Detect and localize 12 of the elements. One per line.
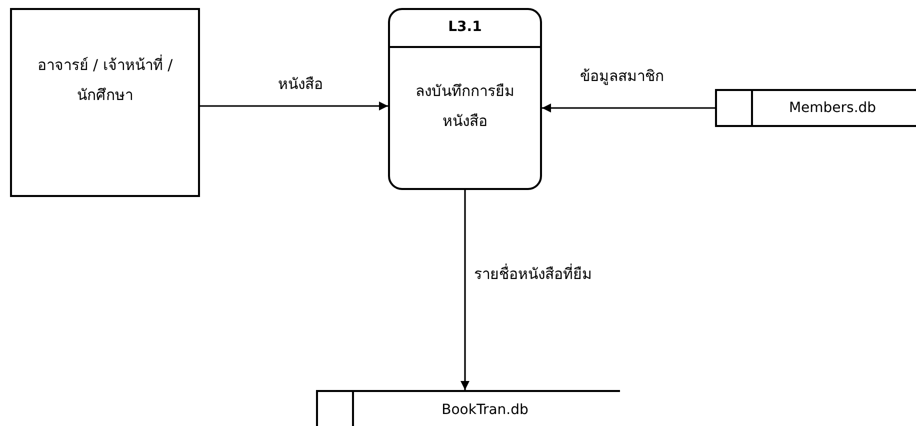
store-label: BookTran.db <box>440 401 530 420</box>
entity-box <box>10 8 200 197</box>
store-label: Members.db <box>788 99 878 118</box>
arrow <box>542 104 715 112</box>
process-box <box>388 8 542 190</box>
process-id: L3.1 <box>447 18 483 37</box>
arrow <box>460 190 470 390</box>
arrow <box>200 102 388 110</box>
process-label: ลงบันทึกการยืมหนังสือ <box>414 81 516 132</box>
data-store <box>316 390 620 426</box>
entity-label: อาจารย์ / เจ้าหน้าที่ / นักศึกษา <box>36 54 174 106</box>
data-store <box>715 89 916 127</box>
